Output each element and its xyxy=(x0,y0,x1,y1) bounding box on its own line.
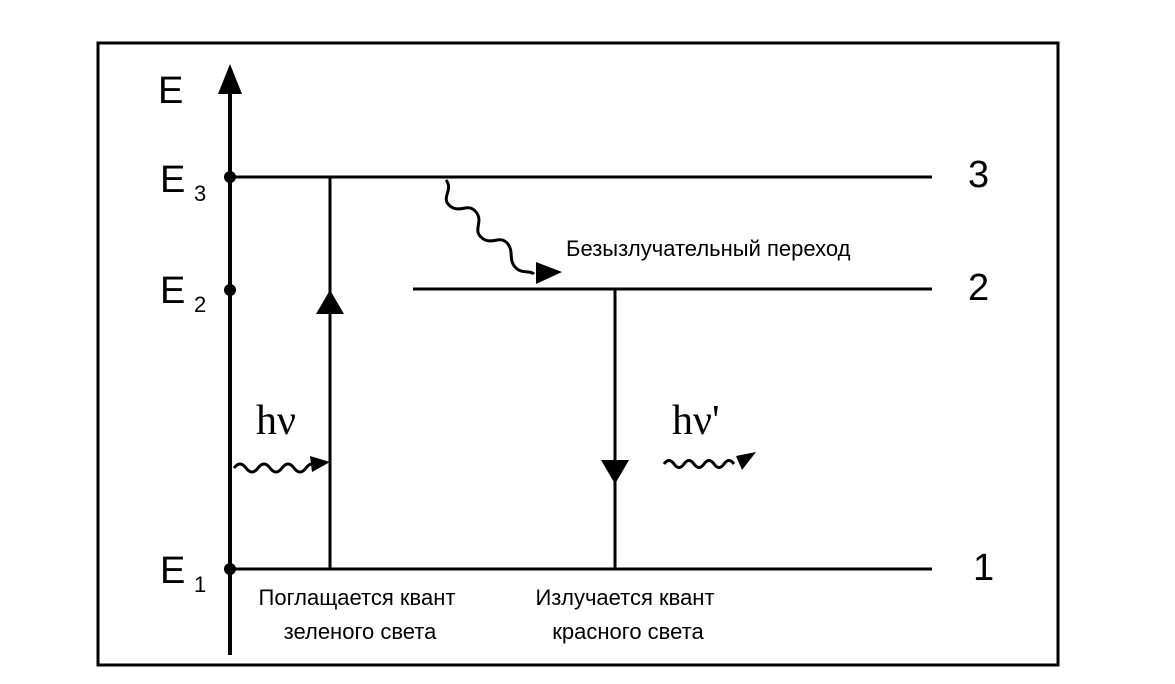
absorption-arrowhead xyxy=(316,290,344,314)
absorb-caption-line-1: Поглащается квант xyxy=(259,585,456,610)
level-2-symbol: E 2 xyxy=(160,270,206,317)
emission-arrowhead xyxy=(601,460,629,484)
svg-text:2: 2 xyxy=(194,292,206,317)
level-3-symbol: E 3 xyxy=(160,159,206,206)
level-1-dot xyxy=(224,563,236,575)
nonradiative-wave xyxy=(444,179,536,276)
absorb-caption-line-2: зеленого света xyxy=(284,619,437,644)
svg-text:3: 3 xyxy=(194,181,206,206)
svg-text:E: E xyxy=(160,270,185,312)
level-3-dot xyxy=(224,171,236,183)
emit-caption-line-1: Излучается квант xyxy=(535,585,714,610)
diagram-frame xyxy=(96,41,1060,667)
absorbed-photon-arrowhead xyxy=(310,456,330,472)
svg-text:E: E xyxy=(160,159,185,201)
level-1-number: 1 xyxy=(973,547,994,589)
level-2-dot xyxy=(224,284,236,296)
absorbed-photon-label: hν xyxy=(256,398,296,444)
emitted-photon-arrowhead xyxy=(736,452,756,470)
level-1-symbol: E 1 xyxy=(160,550,206,597)
absorbed-photon-wave xyxy=(232,462,320,474)
nonradiative-label: Безызлучательный переход xyxy=(566,236,851,261)
svg-text:E: E xyxy=(160,550,185,592)
emit-caption-line-2: красного света xyxy=(552,619,704,644)
energy-axis-label: E xyxy=(158,70,183,112)
nonradiative-arrowhead xyxy=(536,262,562,284)
energy-axis-arrowhead xyxy=(218,64,242,94)
svg-text:1: 1 xyxy=(194,572,206,597)
emitted-photon-label: hν' xyxy=(672,398,720,444)
emitted-photon-wave xyxy=(662,459,736,469)
level-3-number: 3 xyxy=(968,154,989,196)
level-2-number: 2 xyxy=(968,267,989,309)
